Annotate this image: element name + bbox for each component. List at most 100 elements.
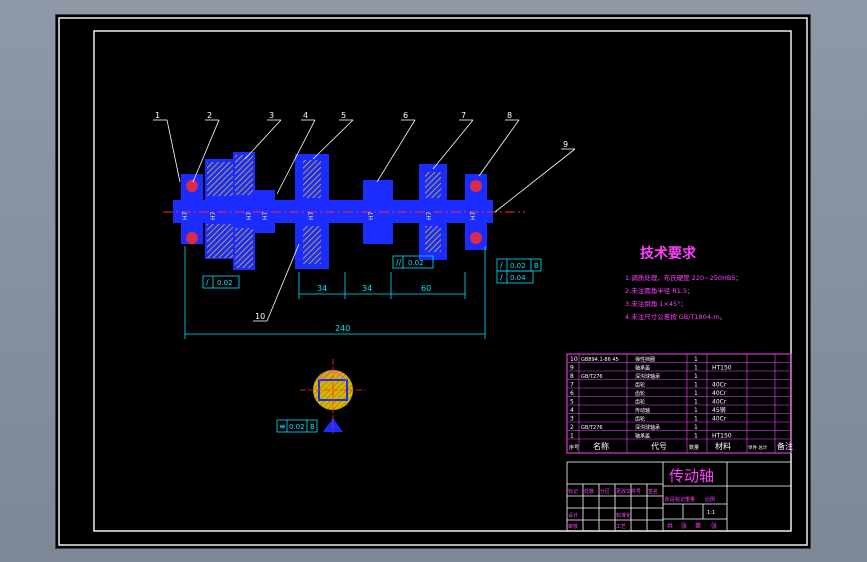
parts-row-no: 7 [570, 382, 574, 389]
tech-req-line-2: 2.未注圆角半径 R1.5； [625, 286, 694, 295]
parts-row-name: 齿轮 [635, 390, 645, 397]
parts-header-no: 序号 [569, 444, 579, 451]
part-title: 传动轴 [669, 467, 714, 485]
fit-label: H7 [368, 211, 375, 220]
spacer-4 [255, 190, 275, 233]
dim-seg-c: 60 [421, 284, 431, 293]
parts-row-no: 10 [570, 356, 578, 363]
tech-req-line-1: 1.调质处理，布氏硬度 220~250HBS； [625, 273, 742, 282]
svg-text:/: / [500, 261, 503, 270]
tb-sheet-no: 第 [695, 522, 701, 530]
technical-requirements: 技术要求 1.调质处理，布氏硬度 220~250HBS； 2.未注圆角半径 R1… [625, 245, 742, 321]
bearing-ball-left-top [186, 180, 198, 192]
parts-row-no: 1 [570, 433, 574, 440]
parts-row-material: HT150 [712, 365, 732, 372]
gear-5-hatch-bottom [303, 226, 321, 264]
parts-header-qty: 数量 [689, 444, 699, 451]
balloon-number: 4 [303, 111, 308, 120]
fit-label: H7 [470, 211, 477, 220]
balloon-number: 6 [403, 111, 408, 120]
dimension-group [184, 246, 486, 339]
balloon-leader [494, 148, 576, 213]
svg-text://: // [396, 258, 402, 267]
tb-label-review: 审核 [568, 523, 578, 530]
parts-row-no: 5 [570, 399, 574, 406]
gdt-right-value2: 0.04 [510, 274, 526, 282]
tech-req-line-4: 4.未注尺寸公差按 GB/T1804-m。 [625, 312, 726, 321]
gear-5-hatch-top [303, 160, 321, 198]
tb-weight-label: 重量 [685, 496, 695, 503]
parts-row-name: 齿轮 [635, 399, 645, 406]
balloon-leader [376, 119, 416, 183]
parts-row-qty: 1 [694, 373, 698, 380]
parts-header-name: 名称 [593, 441, 609, 451]
tb-label-zone: 分区 [600, 488, 610, 495]
tb-scale-value: 1:1 [707, 510, 715, 516]
balloon-number: 2 [207, 111, 212, 120]
gdt-left-value: 0.02 [217, 279, 233, 287]
gear-7-hatch-bottom [425, 226, 441, 252]
bearing-left [181, 174, 203, 244]
fit-label: H7 [246, 211, 253, 220]
balloon-number: 3 [269, 111, 274, 120]
outer-border [58, 17, 808, 546]
parts-list-frame [566, 353, 792, 454]
fit-label: H7 [308, 211, 315, 220]
balloon-number: 7 [461, 111, 466, 120]
tb-scale-label: 比例 [705, 496, 715, 503]
gdt-right-value: 0.02 [510, 262, 526, 270]
parts-row-no: 2 [570, 424, 574, 431]
parts-row-name: 齿轮 [635, 416, 645, 423]
dim-overall: 240 [335, 324, 350, 333]
tb-label-standard: 标准化 [616, 512, 631, 519]
gdt-right-datum: B [534, 262, 539, 270]
dim-seg-a: 34 [317, 284, 327, 293]
parts-row-qty: 1 [694, 390, 698, 397]
section-view: ≡ 0.02 B [276, 359, 365, 434]
svg-text:≡: ≡ [279, 422, 286, 431]
parts-row-code: GB/T276 [581, 425, 603, 431]
parts-row-no: 3 [570, 416, 574, 423]
balloon-number: 10 [255, 312, 265, 321]
bearing-ball-right-top [470, 180, 482, 192]
parts-row-qty: 1 [694, 407, 698, 414]
shaft-assembly[interactable] [163, 152, 525, 270]
tb-stage-label: 阶段标记 [665, 496, 685, 503]
parts-row-qty: 1 [694, 365, 698, 372]
title-block[interactable] [566, 461, 792, 532]
balloon-leader [244, 119, 282, 160]
gdt-mid-value: 0.02 [408, 259, 424, 267]
tb-label-change: 更改文件号 [616, 488, 641, 495]
parts-row-name: 轴承盖 [635, 365, 650, 372]
gdt-mid: // 0.02 [392, 255, 434, 269]
fit-label: H7 [262, 211, 269, 220]
balloon-leader [432, 119, 474, 170]
parts-row-no: 8 [570, 373, 574, 380]
gdt-right: / 0.02 B / 0.04 [496, 258, 542, 284]
parts-row-qty: 1 [694, 399, 698, 406]
tb-label-mark: 标记 [568, 488, 578, 495]
balloon-leader [266, 243, 300, 322]
balloon-number: 1 [155, 111, 160, 120]
parts-row-material: 40Cr [712, 382, 727, 389]
parts-row-material: 40Cr [712, 399, 727, 406]
balloon-leader [166, 119, 181, 183]
gdt-left: / 0.02 [202, 275, 240, 289]
parts-row-name: 弹性挡圈 [635, 356, 655, 363]
fit-label: H7 [210, 211, 217, 220]
parts-row-name: 传动轴 [635, 407, 650, 414]
parts-row-name: 齿轮 [635, 382, 645, 389]
parts-header-note: 备注 [777, 441, 793, 451]
gear-3-hatch-top [207, 162, 233, 196]
tb-sheet-total: 共 [667, 522, 673, 530]
gear-7-hatch-top [425, 172, 441, 198]
parts-row-material: 40Cr [712, 416, 727, 423]
gear-3-rim-hatch-top [235, 155, 253, 195]
parts-row-no: 9 [570, 365, 574, 372]
gear-3-rim-hatch-bottom [235, 228, 253, 268]
